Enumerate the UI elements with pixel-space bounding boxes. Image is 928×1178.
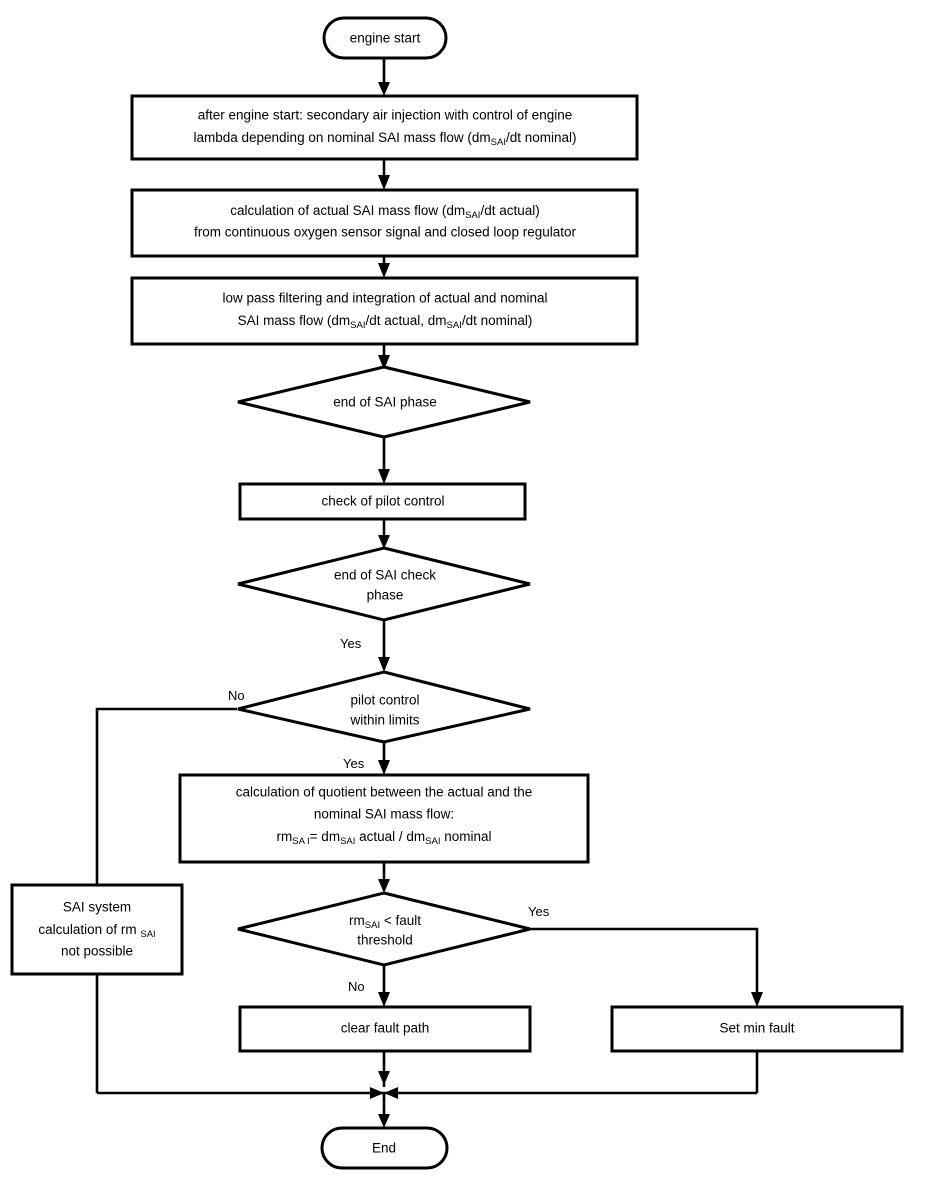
edge-label-d4-yes: Yes (528, 904, 550, 919)
edge-label-d4-no: No (348, 979, 365, 994)
node-after-engine-start[interactable]: after engine start: secondary air inject… (130, 94, 639, 161)
node-end-label: End (372, 1141, 396, 1156)
node-engine-start[interactable]: engine start (322, 16, 448, 60)
node-d4-line2: threshold (357, 933, 413, 948)
node-end[interactable]: End (320, 1126, 449, 1170)
node-p3-line2: SAI mass flow (dmSAI/dt actual, dmSAI/dt… (238, 313, 533, 331)
node-fail-line3: not possible (61, 944, 133, 959)
node-d3-line2: within limits (349, 713, 419, 728)
node-calculation-of-quotient[interactable]: calculation of quotient between the actu… (178, 773, 590, 864)
node-fail-line1: SAI system (63, 900, 131, 915)
node-d2-line1: end of SAI check (334, 568, 436, 583)
node-p2-line1: calculation of actual SAI mass flow (dmS… (230, 203, 539, 221)
node-low-pass-filtering[interactable]: low pass filtering and integration of ac… (130, 276, 639, 346)
node-sai-system-calculation-not-possible[interactable]: SAI system calculation of rm SAI not pos… (10, 883, 184, 976)
node-engine-start-label: engine start (350, 31, 421, 46)
edge-label-d3-no: No (228, 688, 245, 703)
node-p7-label: Set min fault (719, 1021, 794, 1036)
node-p5-line2: nominal SAI mass flow: (314, 807, 454, 822)
node-p1-line1: after engine start: secondary air inject… (198, 108, 572, 123)
node-decision-fault-threshold[interactable]: rmSAI < fault threshold (237, 891, 531, 967)
node-fail-line2: calculation of rm SAI (38, 922, 155, 940)
node-p5-line1: calculation of quotient between the actu… (236, 785, 532, 800)
edge-label-d2-yes: Yes (340, 636, 362, 651)
node-d4-line1: rmSAI < fault (349, 913, 421, 931)
node-d2-line2: phase (367, 588, 404, 603)
node-p6-label: clear fault path (341, 1021, 430, 1036)
node-p5-line3: rmSA I= dmSAI actual / dmSAI nominal (276, 829, 491, 847)
node-p1-line2: lambda depending on nominal SAI mass flo… (193, 130, 576, 148)
node-decision-pilot-control-within-limits[interactable]: pilot control within limits (237, 670, 531, 744)
node-clear-fault-path[interactable]: clear fault path (238, 1005, 532, 1053)
node-set-min-fault[interactable]: Set min fault (610, 1005, 904, 1053)
node-d3-line1: pilot control (350, 693, 419, 708)
node-p2-line2: from continuous oxygen sensor signal and… (194, 225, 576, 240)
edge-labels: Yes No Yes Yes No (228, 636, 550, 994)
node-p4-label: check of pilot control (321, 494, 444, 509)
node-check-of-pilot-control[interactable]: check of pilot control (238, 482, 527, 521)
edge-label-d3-yes: Yes (343, 756, 365, 771)
connectors (95, 57, 763, 1128)
node-calc-actual-sai-mass-flow[interactable]: calculation of actual SAI mass flow (dmS… (130, 188, 639, 258)
node-decision-end-of-sai-check-phase[interactable]: end of SAI check phase (237, 546, 531, 622)
node-decision-end-of-sai-phase[interactable]: end of SAI phase (237, 365, 531, 439)
node-p3-line1: low pass filtering and integration of ac… (223, 291, 548, 306)
node-d1-label: end of SAI phase (333, 395, 437, 410)
